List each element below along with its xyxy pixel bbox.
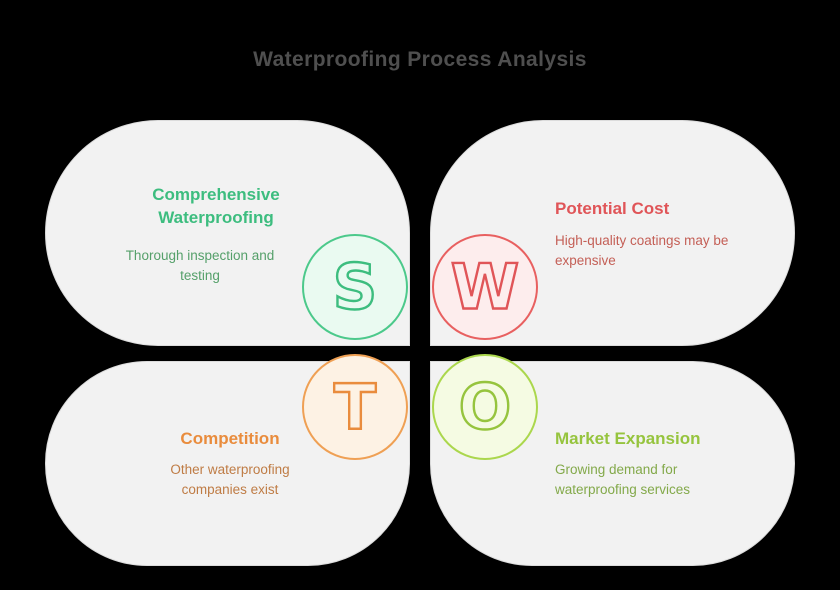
- svg-text:W: W: [451, 251, 519, 324]
- letter-w-icon: W: [450, 249, 521, 324]
- diagram-title: Waterproofing Process Analysis: [253, 48, 587, 71]
- threats-heading: Competition: [180, 429, 280, 448]
- strengths-description: Thorough inspection and testing: [125, 248, 275, 283]
- letter-o-icon: O: [457, 369, 512, 444]
- strengths-letter-badge: S: [302, 234, 408, 340]
- threats-description: Other waterproofing companies exist: [170, 462, 290, 497]
- opportunities-heading: Market Expansion: [555, 429, 701, 448]
- weaknesses-letter-badge: W: [432, 234, 538, 340]
- threats-letter-badge: T: [302, 354, 408, 460]
- weaknesses-description: High-quality coatings may be expensive: [555, 233, 729, 268]
- svg-text:O: O: [459, 371, 512, 444]
- strengths-heading: Comprehensive Waterproofing: [152, 185, 280, 227]
- opportunities-description: Growing demand for waterproofing service…: [555, 462, 691, 497]
- weaknesses-heading: Potential Cost: [555, 199, 670, 218]
- svg-text:T: T: [334, 371, 376, 444]
- letter-s-icon: S: [331, 249, 378, 324]
- svg-text:S: S: [333, 251, 378, 324]
- opportunities-letter-badge: O: [432, 354, 538, 460]
- letter-t-icon: T: [333, 369, 378, 444]
